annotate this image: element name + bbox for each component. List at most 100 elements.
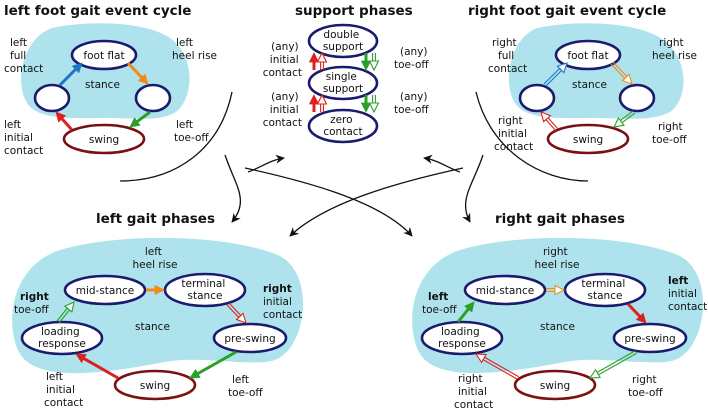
right-phases-pre-swing-label: pre-swing <box>624 333 675 345</box>
right-cycle-node-foot-flat <box>554 39 622 71</box>
right-cycle-node-full-contact <box>518 83 556 113</box>
left-cycle-stance-label: stance <box>85 79 120 91</box>
left-cycle-arrow-toe-off <box>129 110 151 128</box>
right-cycle-stance-label: stance <box>572 79 607 91</box>
support-arrow-to-2-solid <box>360 95 372 113</box>
left-phases-arrow-contra-toe-off <box>56 301 75 324</box>
right-cycle-arrow-toe-off <box>613 110 636 128</box>
right-cycle-full-contact-label: right full contact <box>488 37 527 75</box>
event-arrows <box>55 51 647 380</box>
right-cycle-arrow-initial-contact <box>540 111 559 132</box>
left-phases-toe-off-label: left toe-off <box>228 374 263 399</box>
left-cycle-node-foot-flat <box>70 39 138 71</box>
support-arrow-to-1-solid <box>360 53 372 71</box>
left-phases-pre-swing-label: pre-swing <box>224 333 275 345</box>
right-cycle-heel-rise-label: right heel rise <box>652 37 697 62</box>
left-cycle-initial-contact-label: left initial contact <box>4 119 43 157</box>
support-initial-contact-label-1: (any) initial contact <box>263 41 302 79</box>
right-phases-contra-initial-label: left initial contact <box>668 269 707 313</box>
right-phases-swing-label: swing <box>540 380 570 392</box>
right-phases-node-mid-stance <box>463 274 547 306</box>
left-phases-swing-label: swing <box>140 380 170 392</box>
title-support: support phases <box>295 3 413 19</box>
left-phases-heel-rise-label: left heel rise <box>133 246 178 271</box>
left-phases-terminal-stance-label: terminal stance <box>181 278 228 302</box>
right-phases-initial-contact-label: right initial contact <box>454 373 493 409</box>
left-cycle-node-full-contact <box>33 83 71 113</box>
right-phases-arrow-initial-contact <box>474 353 519 380</box>
support-zero-label: zero contact <box>323 114 362 138</box>
right-phases-node-pre-swing <box>612 322 688 354</box>
left-phases-arrow-contra-initial <box>226 302 247 324</box>
support-single-label: single support <box>323 71 363 95</box>
title-right-cycle: right foot gait event cycle <box>468 3 666 19</box>
left-cycle-node-heel-rise <box>134 83 172 113</box>
right-cycle-node-swing <box>546 123 630 155</box>
title-left-phases: left gait phases <box>96 211 215 227</box>
left-cycle-node-swing <box>62 123 146 155</box>
left-phases-mid-stance-label: mid-stance <box>76 285 135 297</box>
left-phases-node-loading-response <box>20 320 104 356</box>
right-phases-arrow-contra-initial <box>626 302 647 324</box>
support-toe-off-label-2: (any) toe-off <box>394 91 431 116</box>
arrow-to-left-phases-a <box>224 154 241 223</box>
connector-right-cycle <box>475 91 589 182</box>
left-phases-node-pre-swing <box>212 322 288 354</box>
right-phases-node-swing <box>513 369 597 401</box>
connector-left-cycle <box>119 91 233 182</box>
arrow-cross-to-left-phases <box>289 167 464 237</box>
right-phases-toe-off-label: right toe-off <box>628 374 663 399</box>
right-phases-arrow-heel-rise <box>546 284 566 296</box>
support-node-double <box>307 23 379 59</box>
left-phases-stance-label: stance <box>135 321 170 333</box>
right-cycle-foot-flat-label: foot flat <box>567 50 608 62</box>
right-cycle-node-heel-rise <box>618 83 656 113</box>
left-phases-arrow-heel-rise <box>146 284 165 296</box>
title-right-phases: right gait phases <box>495 211 625 227</box>
left-phases-arrow-initial-contact <box>75 353 119 380</box>
support-arrow-ic-1-solid <box>308 52 320 70</box>
left-cycle-foot-flat-label: foot flat <box>83 50 124 62</box>
arrow-to-support-right <box>423 154 461 173</box>
right-phases-stance-label: stance <box>540 321 575 333</box>
right-phases-contra-toe-off-label: left toe-off <box>422 285 457 316</box>
right-phases-arrow-toe-off <box>588 350 637 379</box>
support-arrow-to-1-hollow <box>368 53 380 72</box>
right-phases-node-loading-response <box>420 320 504 356</box>
right-phases-mid-stance-label: mid-stance <box>476 285 535 297</box>
right-phases-terminal-stance-label: terminal stance <box>581 278 628 302</box>
support-node-zero <box>307 108 379 144</box>
left-cycle-arrow-full-contact <box>58 62 83 87</box>
left-cycle-heel-rise-label: left heel rise <box>172 37 217 62</box>
right-phases-heel-rise-label: right heel rise <box>535 246 580 271</box>
left-cycle-arrow-initial-contact <box>55 111 74 131</box>
left-cycle-full-contact-label: left full contact <box>4 37 43 75</box>
right-phases-loading-response-label: loading response <box>438 326 486 350</box>
right-cycle-initial-contact-label: right initial contact <box>494 115 533 153</box>
left-phases-arrow-toe-off <box>189 350 237 379</box>
support-arrow-ic-2-hollow <box>316 93 328 112</box>
left-phases-node-terminal-stance <box>163 272 247 308</box>
support-arrow-ic-2-solid <box>308 94 320 112</box>
right-cycle-arrow-heel-rise <box>610 61 633 85</box>
connectors <box>119 91 589 237</box>
left-phases-contra-initial-label: right initial contact <box>263 277 302 321</box>
right-phases-arrow-contra-toe-off <box>456 301 475 323</box>
right-cycle-toe-off-label: right toe-off <box>652 121 687 146</box>
title-left-cycle: left foot gait event cycle <box>4 3 191 19</box>
arrow-to-right-phases-a <box>462 154 484 223</box>
node-labels: foot flat swing foot flat swing double s… <box>38 29 676 392</box>
support-initial-contact-label-2: (any) initial contact <box>263 91 302 129</box>
left-phases-node-mid-stance <box>63 274 147 306</box>
event-labels: left full contact left heel rise left in… <box>4 37 707 409</box>
left-cycle-arrow-heel-rise <box>126 61 149 85</box>
support-arrow-to-2-hollow <box>368 95 380 114</box>
support-double-label: double support <box>323 29 363 53</box>
arrow-cross-to-right-phases <box>244 167 413 237</box>
support-toe-off-label-1: (any) toe-off <box>394 46 431 71</box>
right-cycle-swing-label: swing <box>573 134 603 146</box>
support-node-single <box>307 65 379 101</box>
left-phases-node-swing <box>113 369 197 401</box>
nodes <box>20 23 688 401</box>
